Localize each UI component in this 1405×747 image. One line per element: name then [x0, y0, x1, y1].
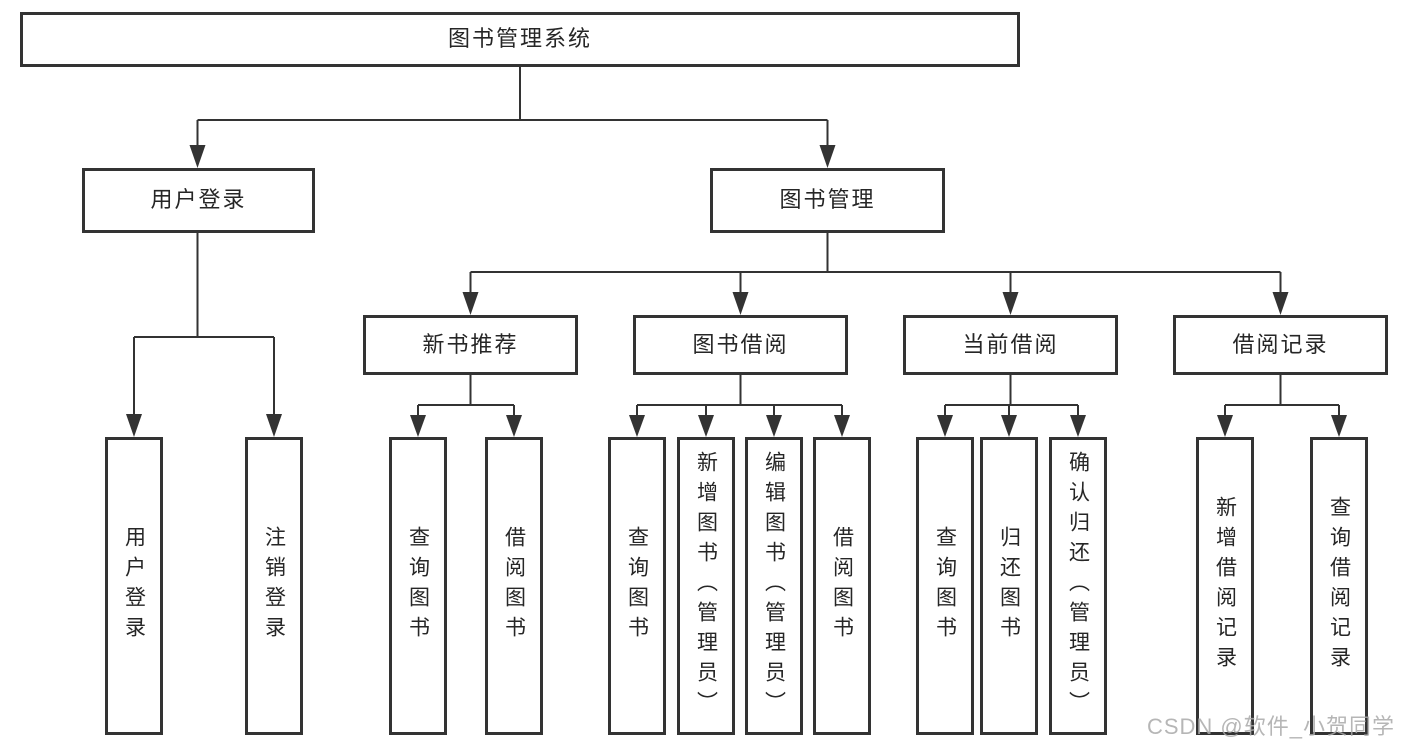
leaf-edit-book-admin-label: 编辑图书（管理员） [762, 451, 786, 721]
leaf-add-book-admin: 新增图书（管理员） [677, 437, 735, 735]
leaf-query-book-2-label: 查询图书 [625, 526, 649, 646]
node-borrow-record: 借阅记录 [1173, 315, 1388, 375]
leaf-return-book-label: 归还图书 [997, 526, 1021, 646]
leaf-borrow-book-2-label: 借阅图书 [830, 526, 854, 646]
node-borrow-record-label: 借阅记录 [1232, 331, 1329, 357]
leaf-edit-book-admin: 编辑图书（管理员） [745, 437, 803, 735]
node-book-borrow: 图书借阅 [633, 315, 848, 375]
node-user-login: 用户登录 [82, 168, 315, 233]
leaf-return-book: 归还图书 [980, 437, 1038, 735]
watermark: CSDN @软件_小贺同学 [1146, 714, 1395, 739]
leaf-query-book-1-label: 查询图书 [406, 526, 430, 646]
node-current-borrow-label: 当前借阅 [962, 331, 1059, 357]
connector-edges [133, 67, 1340, 420]
leaf-logout-label: 注销登录 [262, 526, 286, 646]
leaf-query-book-1: 查询图书 [389, 437, 447, 735]
leaf-query-book-3-label: 查询图书 [933, 526, 957, 646]
leaf-add-borrow-record-label: 新增借阅记录 [1213, 496, 1237, 676]
leaf-add-borrow-record: 新增借阅记录 [1196, 437, 1254, 735]
node-user-login-label: 用户登录 [150, 187, 247, 213]
leaf-logout: 注销登录 [245, 437, 303, 735]
leaf-confirm-return-admin-label: 确认归还（管理员） [1066, 451, 1090, 721]
leaf-query-borrow-record-label: 查询借阅记录 [1327, 496, 1351, 676]
leaf-add-book-admin-label: 新增图书（管理员） [694, 451, 718, 721]
leaf-borrow-book-1-label: 借阅图书 [502, 526, 526, 646]
node-book-borrow-label: 图书借阅 [692, 331, 789, 357]
node-new-book-recommend: 新书推荐 [363, 315, 578, 375]
node-root-label: 图书管理系统 [447, 26, 592, 52]
node-current-borrow: 当前借阅 [903, 315, 1118, 375]
node-root: 图书管理系统 [20, 12, 1020, 67]
arrowheads [126, 145, 1347, 437]
leaf-query-book-2: 查询图书 [608, 437, 666, 735]
node-book-management-label: 图书管理 [779, 187, 876, 213]
leaf-user-login-label: 用户登录 [122, 526, 146, 646]
leaf-borrow-book-2: 借阅图书 [813, 437, 871, 735]
node-new-book-recommend-label: 新书推荐 [422, 331, 519, 357]
leaf-user-login: 用户登录 [105, 437, 163, 735]
node-book-management: 图书管理 [710, 168, 945, 233]
leaf-borrow-book-1: 借阅图书 [485, 437, 543, 735]
leaf-query-borrow-record: 查询借阅记录 [1310, 437, 1368, 735]
leaf-query-book-3: 查询图书 [916, 437, 974, 735]
leaf-confirm-return-admin: 确认归还（管理员） [1049, 437, 1107, 735]
